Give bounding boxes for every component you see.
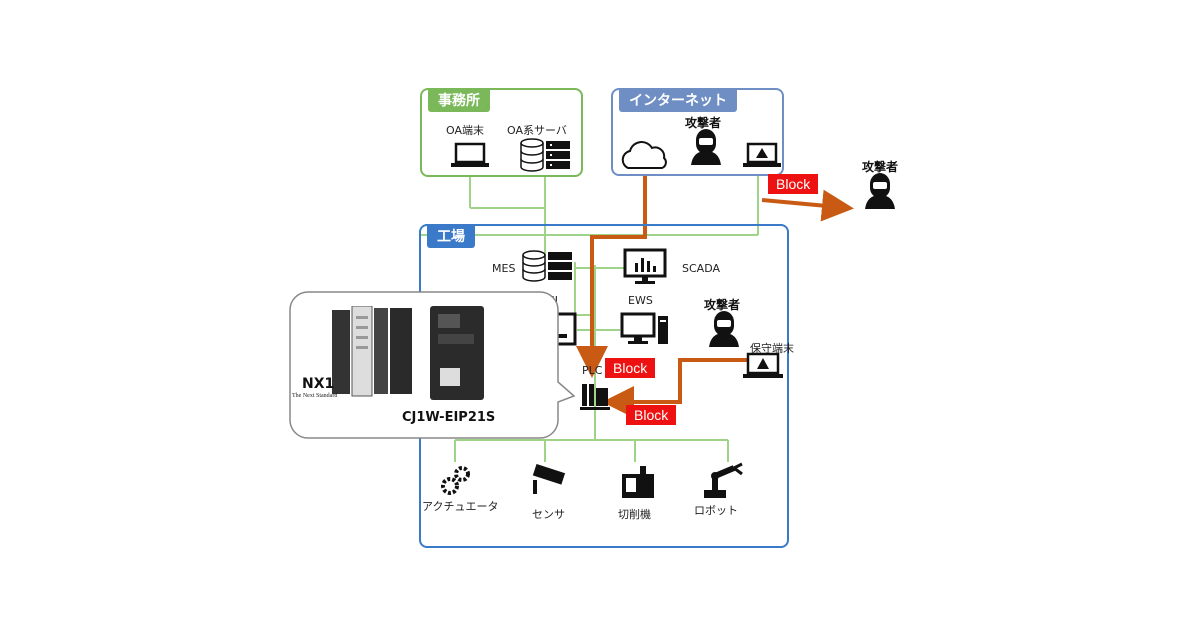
block-badge-plc: Block xyxy=(605,358,656,378)
mes-server-icon xyxy=(522,250,572,282)
scada-monitor-icon xyxy=(623,248,667,284)
sensor-camera-icon xyxy=(532,464,566,494)
attack-paths xyxy=(576,155,854,418)
laptop-icon xyxy=(451,142,489,167)
oa-server-label: OA系サーバ xyxy=(507,124,567,137)
mes-label: MES xyxy=(492,262,516,275)
internet-zone-title: インターネット xyxy=(619,88,737,112)
server-icon xyxy=(520,138,570,172)
maintenance-laptop-icon xyxy=(743,352,783,378)
plc-icon xyxy=(580,384,610,410)
internet-laptop-icon xyxy=(743,142,781,167)
maintenance-terminal-label: 保守端末 xyxy=(750,342,794,355)
block-badge-internet: Block xyxy=(768,174,819,194)
cj1w-module-icon xyxy=(430,306,484,400)
nx1-controller-icon xyxy=(332,306,412,397)
hacker-icon xyxy=(691,129,721,165)
device-label-sensor: センサ xyxy=(532,508,565,521)
block-badge-maintenance: Block xyxy=(626,405,677,425)
ews-label: EWS xyxy=(628,294,653,307)
device-label-cutting: 切削機 xyxy=(618,508,651,521)
device-label-robot: ロボット xyxy=(694,504,738,517)
hacker-icon-outside xyxy=(865,173,895,209)
robot-arm-icon xyxy=(704,462,743,498)
cutting-machine-icon xyxy=(622,466,654,498)
cloud-icon xyxy=(621,141,667,169)
factory-zone-title: 工場 xyxy=(427,224,475,248)
scada-label: SCADA xyxy=(682,262,720,275)
office-zone-title: 事務所 xyxy=(428,88,490,112)
device-label-actuator: アクチュエータ xyxy=(422,500,499,513)
factory-attacker-label: 攻撃者 xyxy=(704,298,741,312)
nx1-sub-label: The Next Standard xyxy=(292,393,338,399)
actuator-gear-icon xyxy=(441,466,470,495)
ews-workstation-icon xyxy=(620,312,668,344)
nx1-label: NX1 xyxy=(302,376,335,392)
hacker-icon-factory xyxy=(709,311,739,347)
outside-attacker-label: 攻撃者 xyxy=(862,160,899,174)
cj1w-label: CJ1W-EIP21S xyxy=(402,410,496,425)
oa-terminal-label: OA端末 xyxy=(446,124,484,137)
internet-attacker-label: 攻撃者 xyxy=(685,116,722,130)
plc-label: PLC xyxy=(582,364,603,377)
